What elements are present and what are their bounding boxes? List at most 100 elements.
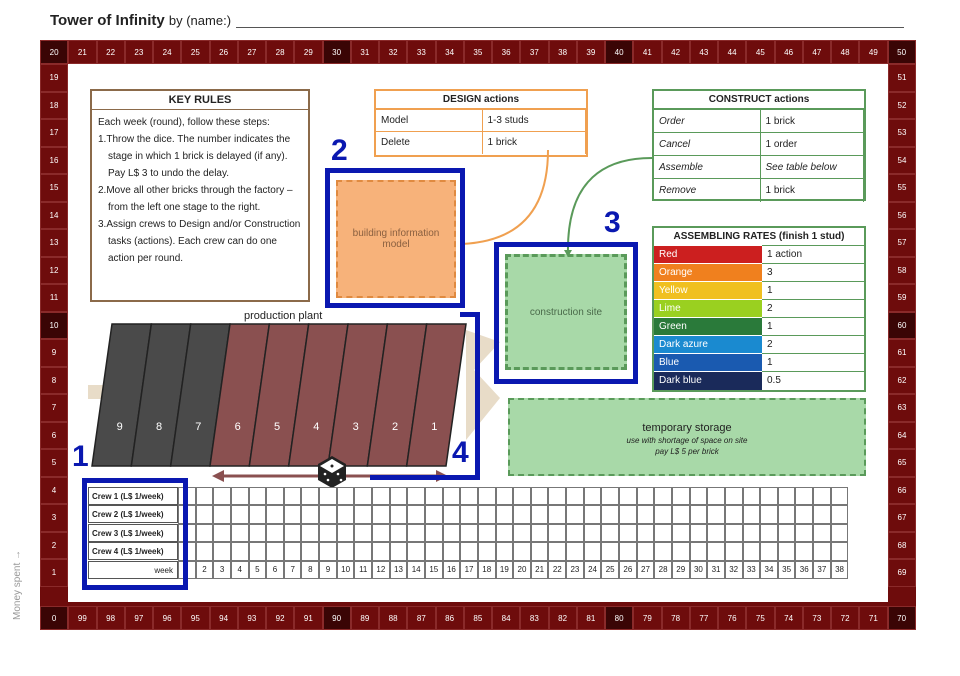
track-cell[interactable]: 90 [322, 606, 351, 630]
track-cell[interactable]: 46 [774, 40, 803, 64]
track-cell[interactable]: 48 [831, 40, 860, 64]
track-cell[interactable]: 43 [689, 40, 718, 64]
schedule-cell[interactable] [830, 487, 849, 506]
schedule-cell[interactable] [513, 487, 531, 506]
schedule-cell[interactable] [372, 523, 390, 543]
schedule-cell[interactable] [389, 542, 408, 561]
schedule-cell[interactable] [813, 542, 831, 561]
schedule-cell[interactable] [689, 523, 708, 543]
schedule-cell[interactable] [830, 505, 849, 524]
schedule-cell[interactable] [266, 523, 284, 543]
schedule-cell[interactable] [372, 487, 390, 506]
track-cell[interactable]: 75 [746, 606, 775, 630]
track-cell[interactable]: 41 [633, 40, 662, 64]
schedule-cell[interactable] [530, 542, 549, 561]
schedule-cell[interactable] [195, 523, 214, 543]
schedule-cell[interactable] [760, 523, 778, 543]
schedule-cell[interactable] [442, 505, 461, 524]
schedule-cell[interactable] [671, 523, 690, 543]
track-cell[interactable]: 32 [379, 40, 408, 64]
track-cell[interactable]: 45 [746, 40, 775, 64]
track-cell[interactable]: 0 [40, 606, 69, 630]
construction-site[interactable]: construction site [505, 254, 627, 370]
schedule-cell[interactable] [636, 487, 655, 506]
schedule-cell[interactable] [477, 542, 496, 561]
schedule-cell[interactable] [830, 523, 849, 543]
schedule-cell[interactable] [495, 487, 514, 506]
track-cell[interactable]: 52 [888, 91, 916, 119]
track-cell[interactable]: 14 [40, 201, 68, 229]
track-cell[interactable]: 5 [40, 449, 68, 477]
schedule-cell[interactable] [283, 542, 302, 561]
schedule-cell[interactable] [707, 487, 725, 506]
schedule-cell[interactable] [513, 523, 531, 543]
schedule-cell[interactable] [777, 542, 796, 561]
schedule-cell[interactable] [707, 505, 725, 524]
schedule-cell[interactable] [742, 487, 761, 506]
schedule-cell[interactable] [336, 523, 355, 543]
track-cell[interactable]: 8 [40, 366, 68, 394]
schedule-cell[interactable] [283, 487, 302, 506]
schedule-cell[interactable] [230, 487, 249, 506]
schedule-cell[interactable] [230, 523, 249, 543]
schedule-cell[interactable] [583, 542, 602, 561]
track-cell[interactable]: 31 [350, 40, 379, 64]
schedule-cell[interactable] [407, 542, 425, 561]
track-cell[interactable]: 47 [802, 40, 831, 64]
track-cell[interactable]: 86 [435, 606, 464, 630]
schedule-cell[interactable] [266, 542, 284, 561]
schedule-cell[interactable] [654, 523, 672, 543]
schedule-cell[interactable] [389, 487, 408, 506]
track-cell[interactable]: 22 [96, 40, 125, 64]
track-cell[interactable]: 15 [40, 174, 68, 202]
track-cell[interactable]: 36 [492, 40, 521, 64]
track-cell[interactable]: 93 [237, 606, 266, 630]
schedule-cell[interactable] [530, 487, 549, 506]
schedule-cell[interactable] [601, 487, 620, 506]
schedule-cell[interactable] [319, 523, 337, 543]
schedule-cell[interactable] [442, 487, 461, 506]
schedule-cell[interactable] [707, 523, 725, 543]
track-cell[interactable]: 18 [40, 91, 68, 119]
track-cell[interactable]: 62 [888, 366, 916, 394]
track-cell[interactable]: 89 [350, 606, 379, 630]
schedule-cell[interactable] [707, 542, 725, 561]
schedule-cell[interactable] [213, 487, 231, 506]
schedule-cell[interactable] [795, 487, 814, 506]
track-cell[interactable]: 81 [576, 606, 605, 630]
track-cell[interactable]: 12 [40, 256, 68, 284]
schedule-cell[interactable] [813, 505, 831, 524]
schedule-cell[interactable] [513, 542, 531, 561]
schedule-cell[interactable] [795, 505, 814, 524]
track-cell[interactable]: 30 [322, 40, 351, 64]
schedule-cell[interactable] [283, 505, 302, 524]
schedule-cell[interactable] [777, 523, 796, 543]
track-cell[interactable]: 38 [548, 40, 577, 64]
schedule-cell[interactable] [354, 542, 373, 561]
schedule-cell[interactable] [636, 505, 655, 524]
schedule-cell[interactable] [619, 487, 637, 506]
schedule-cell[interactable] [301, 542, 320, 561]
track-cell[interactable]: 64 [888, 421, 916, 449]
schedule-cell[interactable] [354, 505, 373, 524]
schedule-cell[interactable] [354, 487, 373, 506]
schedule-cell[interactable] [319, 487, 337, 506]
track-cell[interactable]: 97 [124, 606, 153, 630]
track-cell[interactable]: 77 [689, 606, 718, 630]
schedule-cell[interactable] [636, 542, 655, 561]
schedule-cell[interactable] [566, 523, 584, 543]
schedule-cell[interactable] [424, 523, 443, 543]
schedule-cell[interactable] [442, 523, 461, 543]
schedule-cell[interactable] [477, 505, 496, 524]
schedule-cell[interactable] [548, 487, 567, 506]
schedule-cell[interactable] [548, 505, 567, 524]
track-cell[interactable]: 78 [661, 606, 690, 630]
schedule-cell[interactable] [760, 487, 778, 506]
schedule-cell[interactable] [742, 505, 761, 524]
schedule-cell[interactable] [248, 487, 267, 506]
schedule-cell[interactable] [830, 542, 849, 561]
track-cell[interactable]: 66 [888, 476, 916, 504]
track-cell[interactable]: 54 [888, 146, 916, 174]
schedule-cell[interactable] [213, 523, 231, 543]
track-cell[interactable]: 57 [888, 229, 916, 257]
